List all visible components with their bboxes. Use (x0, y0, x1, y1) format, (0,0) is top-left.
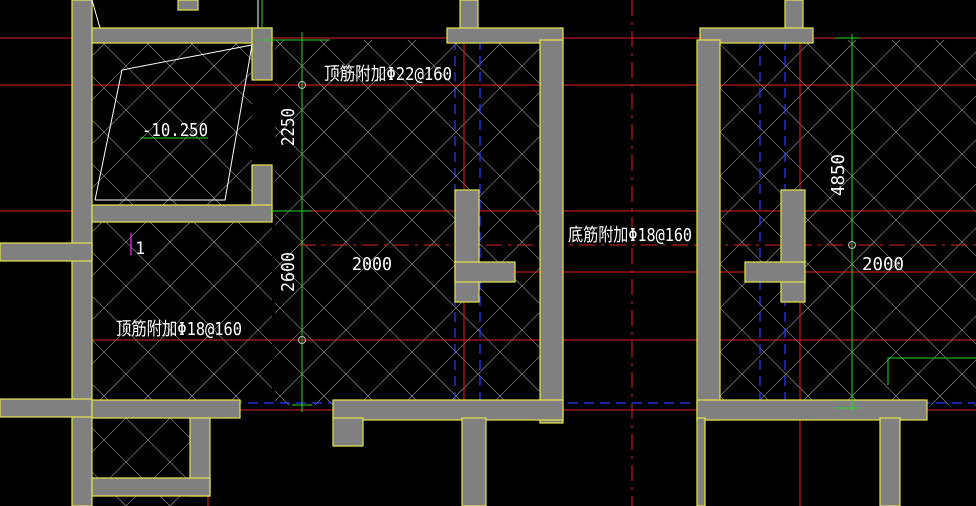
dimension-2600[interactable]: 2600 (278, 252, 299, 292)
dimension-2000-left[interactable]: 2000 (352, 254, 392, 275)
dimension-2000-right[interactable]: 2000 (862, 254, 904, 275)
elevation-label[interactable]: -10.250 (142, 120, 208, 141)
bottom-rebar-label[interactable]: 底筋附加Φ18@160 (568, 225, 692, 246)
slope-outline (91, 0, 259, 201)
dimension-2250[interactable]: 2250 (278, 108, 299, 146)
walls (0, 0, 928, 506)
section-marker-label: 1 (135, 239, 145, 259)
dimension-lines (140, 0, 976, 412)
dimension-nodes (298, 81, 856, 344)
top-rebar-label-top[interactable]: 顶筋附加Φ22@160 (324, 64, 452, 85)
top-rebar-label-left[interactable]: 顶筋附加Φ18@160 (116, 319, 242, 340)
dimension-4850[interactable]: 4850 (828, 154, 849, 196)
